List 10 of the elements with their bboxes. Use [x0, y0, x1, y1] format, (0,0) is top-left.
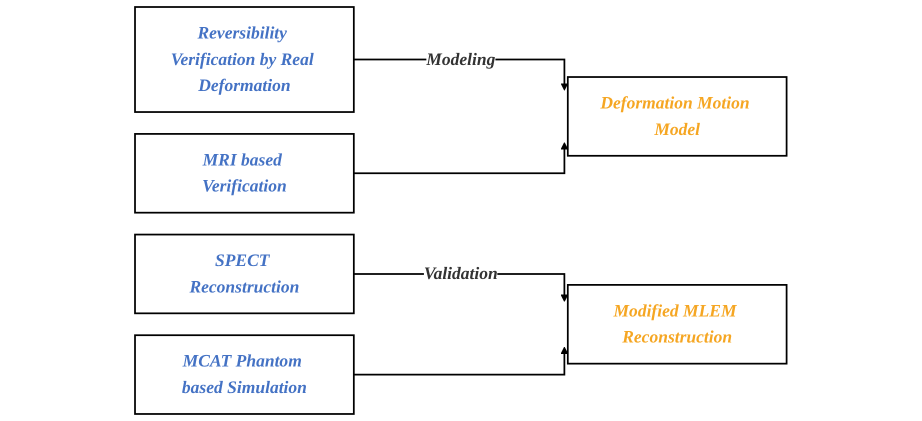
- node-box: Modified MLEM Reconstruction: [567, 284, 788, 365]
- node-box: Reversibility Verification by Real Deformation: [134, 6, 355, 113]
- arrow: [354, 142, 568, 174]
- node-box: SPECT Reconstruction: [134, 234, 355, 314]
- edge-label: Modeling: [426, 50, 496, 70]
- node-box: MCAT Phantom based Simulation: [134, 334, 355, 415]
- node-box: Deformation Motion Model: [567, 76, 788, 157]
- node-box: MRI based Verification: [134, 133, 355, 214]
- edge-label: Validation: [424, 264, 498, 284]
- arrow: [354, 346, 568, 376]
